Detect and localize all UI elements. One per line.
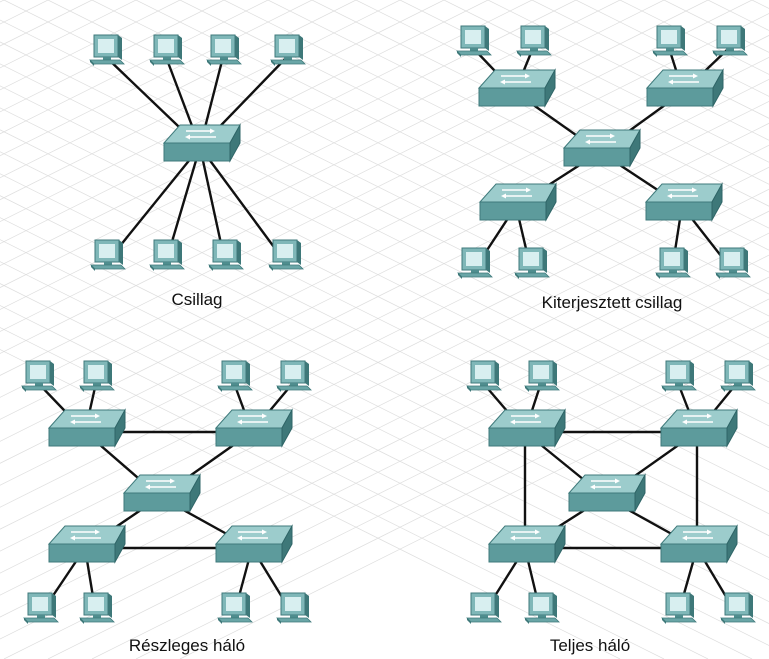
- computer-icon: [90, 239, 126, 272]
- partial-mesh-topology-caption: Részleges háló: [128, 636, 246, 655]
- switch-icon: [563, 129, 641, 167]
- switch-icon: [568, 474, 646, 512]
- computer-icon: [208, 239, 244, 272]
- computer-link: [199, 146, 286, 263]
- switch-icon: [163, 124, 241, 162]
- switch-icon: [478, 69, 556, 107]
- computer-icon: [661, 592, 697, 625]
- switch-icon: [660, 525, 738, 563]
- switch-icon: [646, 69, 724, 107]
- computer-icon: [661, 360, 697, 393]
- computer-icon: [270, 34, 306, 67]
- switch-icon: [479, 183, 557, 221]
- computer-icon: [23, 592, 59, 625]
- computer-icon: [466, 592, 502, 625]
- computer-icon: [712, 25, 748, 58]
- computer-icon: [720, 360, 756, 393]
- switch-icon: [48, 525, 126, 563]
- switch-icon: [215, 525, 293, 563]
- computer-icon: [206, 34, 242, 67]
- computer-icon: [524, 360, 560, 393]
- switch-icon: [488, 525, 566, 563]
- computer-icon: [466, 360, 502, 393]
- computer-icon: [79, 360, 115, 393]
- full-mesh-topology-caption: Teljes háló: [549, 636, 631, 655]
- computer-icon: [524, 592, 560, 625]
- computer-icon: [715, 247, 751, 280]
- switch-icon: [488, 409, 566, 447]
- computer-icon: [456, 25, 492, 58]
- computer-icon: [21, 360, 57, 393]
- computer-icon: [149, 239, 185, 272]
- computer-icon: [720, 592, 756, 625]
- switch-icon: [48, 409, 126, 447]
- computer-icon: [655, 247, 691, 280]
- computer-icon: [217, 360, 253, 393]
- switch-icon: [660, 409, 738, 447]
- computer-icon: [516, 25, 552, 58]
- computer-icon: [268, 239, 304, 272]
- switch-icon: [215, 409, 293, 447]
- computer-icon: [149, 34, 185, 67]
- switch-icon: [123, 474, 201, 512]
- switch-icon: [645, 183, 723, 221]
- computer-icon: [89, 34, 125, 67]
- star-topology-caption: Csillag: [171, 290, 223, 309]
- computer-icon: [276, 592, 312, 625]
- computer-icon: [276, 360, 312, 393]
- computer-icon: [79, 592, 115, 625]
- computer-icon: [217, 592, 253, 625]
- computer-icon: [514, 247, 550, 280]
- computer-icon: [457, 247, 493, 280]
- extended-star-topology-caption: Kiterjesztett csillag: [541, 293, 683, 312]
- computer-icon: [652, 25, 688, 58]
